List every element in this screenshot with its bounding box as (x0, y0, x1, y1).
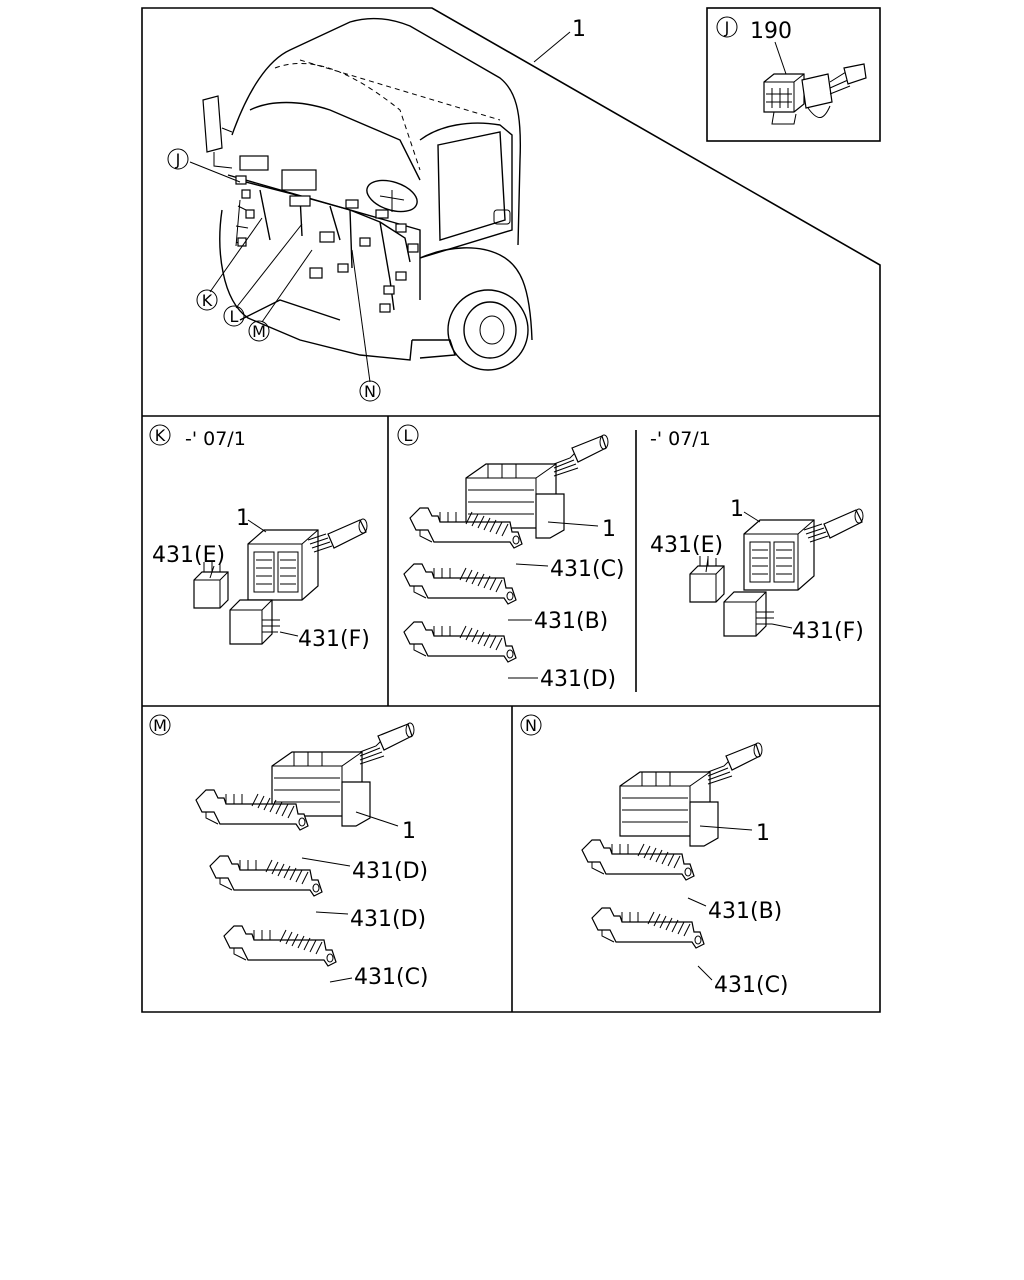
svg-text:N: N (364, 382, 376, 401)
inset-j-letter: J (724, 18, 730, 37)
callout-n: N (359, 380, 381, 402)
detail-n-letter: N (525, 716, 537, 735)
callout-l: L (223, 305, 245, 327)
detail-k-letter: K (155, 426, 166, 445)
detail-n-part-b: 431(B) (708, 899, 782, 924)
detail-n-part-c: 431(C) (714, 973, 789, 998)
detail-l-part-1: 1 (602, 517, 616, 542)
detail-k-part-1: 1 (236, 506, 250, 531)
frame (141, 7, 881, 1013)
svg-text:L: L (230, 307, 239, 326)
inset-j-part-number: 190 (750, 19, 792, 44)
detail-m-part-c: 431(C) (354, 965, 429, 990)
inset-j: J 190 (706, 7, 881, 142)
detail-m-part-d2: 431(D) (350, 907, 426, 932)
detail-k-note: -' 07/1 (185, 428, 246, 450)
svg-text:M: M (252, 322, 266, 341)
detail-k: K -' 07/1 1 431(E) 431(F) (149, 424, 370, 652)
detail-m-letter: M (153, 716, 167, 735)
detail-n-part-1: 1 (756, 821, 770, 846)
main-part-number: 1 (572, 17, 586, 42)
callout-m: M (248, 320, 270, 342)
detail-l-part-1b: 1 (730, 497, 744, 522)
junction-connector-drawing (763, 63, 867, 125)
detail-l-part-e: 431(E) (650, 533, 723, 558)
detail-l-part-d: 431(D) (540, 667, 616, 692)
detail-l-part-f: 431(F) (792, 619, 864, 644)
detail-k-part-e: 431(E) (152, 543, 225, 568)
svg-text:J: J (175, 150, 181, 169)
detail-l-letter: L (404, 426, 413, 445)
detail-m: M 1 431(D) 431(D) 431(C) (149, 714, 429, 990)
detail-k-part-f: 431(F) (298, 627, 370, 652)
detail-l-part-b: 431(B) (534, 609, 608, 634)
callout-k: K (196, 289, 218, 311)
detail-m-part-1: 1 (402, 819, 416, 844)
detail-n: N 1 431(B) 431(C) (520, 714, 789, 998)
truck-cab-illustration: 1 (189, 17, 586, 383)
svg-text:K: K (202, 291, 213, 310)
detail-l-part-c: 431(C) (550, 557, 625, 582)
detail-l-note: -' 07/1 (650, 428, 711, 450)
detail-m-part-d1: 431(D) (352, 859, 428, 884)
detail-l: L 1 431(C) 431(B) 431(D) -' 07/1 1 431(E… (397, 424, 864, 692)
callout-j: J (167, 148, 189, 170)
